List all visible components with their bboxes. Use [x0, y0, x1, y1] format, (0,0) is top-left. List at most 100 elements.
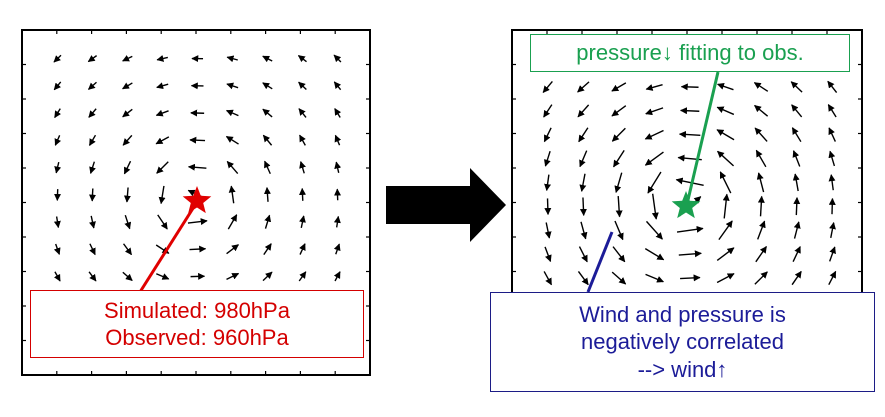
left-wind-panel — [21, 29, 371, 376]
wind-vector-arrow — [651, 193, 659, 220]
wind-vector-arrow — [122, 134, 133, 146]
wind-vector-arrow — [225, 135, 239, 145]
wind-vector-arrow — [828, 174, 836, 191]
wind-vector-arrow — [228, 185, 236, 204]
wind-vector-arrow — [226, 272, 240, 280]
wind-vector-arrow — [89, 243, 96, 256]
wind-vector-arrow — [544, 174, 552, 192]
wind-vector-arrow — [615, 196, 623, 218]
wind-vector-arrow — [645, 273, 665, 283]
wind-vector-arrow — [580, 221, 588, 240]
star-icon — [671, 191, 701, 219]
wind-vector-arrow — [88, 134, 97, 146]
wind-vector-arrow — [645, 220, 663, 240]
wind-pressure-line-1: Wind and pressure is — [579, 301, 786, 327]
wind-vector-arrow — [88, 108, 97, 118]
wind-vector-arrow — [644, 129, 664, 140]
wind-vector-arrow — [54, 108, 62, 119]
wind-vector-arrow — [53, 54, 62, 63]
wind-vector-arrow — [157, 214, 168, 230]
right-bottom-pointer-line — [586, 231, 614, 293]
wind-vector-arrow — [333, 271, 341, 282]
wind-vector-arrow — [793, 221, 801, 239]
wind-vector-arrow — [829, 221, 836, 239]
wind-vector-arrow — [754, 104, 769, 117]
wind-vector-arrow — [89, 215, 96, 229]
left-pointer-line — [138, 201, 199, 293]
wind-vector-arrow — [678, 130, 701, 138]
wind-vector-arrow — [614, 172, 623, 193]
wind-vector-arrow — [611, 127, 626, 142]
wind-vector-arrow — [614, 220, 624, 241]
wind-vector-arrow — [263, 186, 271, 202]
wind-vector-arrow — [611, 105, 627, 117]
wind-vector-arrow — [755, 149, 767, 168]
wind-vector-arrow — [611, 82, 627, 92]
wind-vector-arrow — [299, 215, 306, 229]
star-icon — [182, 186, 212, 214]
wind-vector-arrow — [53, 271, 61, 282]
wind-vector-arrow — [544, 198, 552, 216]
right-arrow-icon — [386, 168, 506, 242]
wind-pressure-line-3: --> wind↑ — [637, 356, 728, 382]
wind-vector-arrow — [122, 108, 133, 118]
wind-vector-arrow — [722, 193, 730, 219]
wind-vector-arrow — [612, 150, 625, 168]
wind-vector-arrow — [579, 150, 588, 168]
wind-vector-arrow — [156, 273, 170, 280]
wind-vector-arrow — [579, 173, 587, 192]
wind-vector-arrow — [187, 218, 208, 226]
wind-vector-arrow — [156, 161, 169, 174]
wind-vector-arrow — [226, 55, 238, 63]
wind-vector-arrow — [189, 245, 207, 253]
wind-vector-arrow — [88, 271, 97, 282]
wind-vector-arrow — [298, 271, 307, 282]
wind-vector-arrow — [89, 161, 96, 175]
wind-vector-arrow — [544, 222, 552, 239]
wind-vector-arrow — [717, 150, 735, 167]
wind-vector-arrow — [333, 215, 341, 228]
wind-vector-arrow — [122, 82, 133, 90]
wind-vector-arrow — [155, 136, 170, 145]
wind-vector-arrow — [334, 108, 342, 118]
wind-vector-arrow — [187, 163, 207, 171]
wind-vector-arrow — [264, 160, 271, 175]
wind-vector-arrow — [644, 248, 665, 261]
wind-vector-arrow — [680, 274, 701, 282]
wind-vector-arrow — [678, 250, 702, 258]
wind-vector-arrow — [123, 160, 132, 175]
wind-vector-arrow — [754, 271, 768, 285]
left-wind-vectors — [53, 54, 342, 282]
wind-vector-arrow — [644, 151, 664, 166]
wind-vector-arrow — [680, 107, 700, 115]
wind-vector-arrow — [542, 80, 553, 94]
wind-vector-arrow — [792, 245, 801, 263]
wind-vector-arrow — [828, 150, 836, 167]
wind-vector-arrow — [87, 81, 97, 90]
wind-vector-arrow — [791, 127, 802, 143]
wind-vector-arrow — [299, 134, 306, 146]
wind-vector-arrow — [333, 243, 341, 255]
wind-vector-arrow — [791, 270, 802, 286]
wind-vector-arrow — [793, 197, 801, 216]
wind-vector-arrow — [828, 270, 837, 285]
wind-vector-arrow — [297, 54, 307, 63]
wind-vector-arrow — [122, 243, 133, 256]
wind-vector-arrow — [753, 81, 769, 92]
wind-vector-arrow — [262, 55, 273, 63]
wind-vector-arrow — [645, 107, 664, 116]
wind-vector-arrow — [579, 197, 587, 216]
pressure-fitting-text: pressure↓ fitting to obs. — [576, 40, 804, 66]
wind-vector-arrow — [719, 171, 732, 194]
right-wind-panel — [511, 29, 863, 376]
wind-vector-arrow — [611, 271, 627, 285]
wind-vector-arrow — [543, 127, 552, 143]
wind-vector-arrow — [543, 271, 553, 286]
wind-vector-arrow — [87, 55, 98, 63]
simulated-pressure-text: Simulated: 980hPa — [104, 297, 290, 323]
wind-vector-arrow — [156, 55, 168, 62]
wind-vector-arrow — [158, 185, 166, 205]
wind-vector-arrow — [263, 243, 272, 256]
wind-vector-arrow — [156, 82, 169, 90]
